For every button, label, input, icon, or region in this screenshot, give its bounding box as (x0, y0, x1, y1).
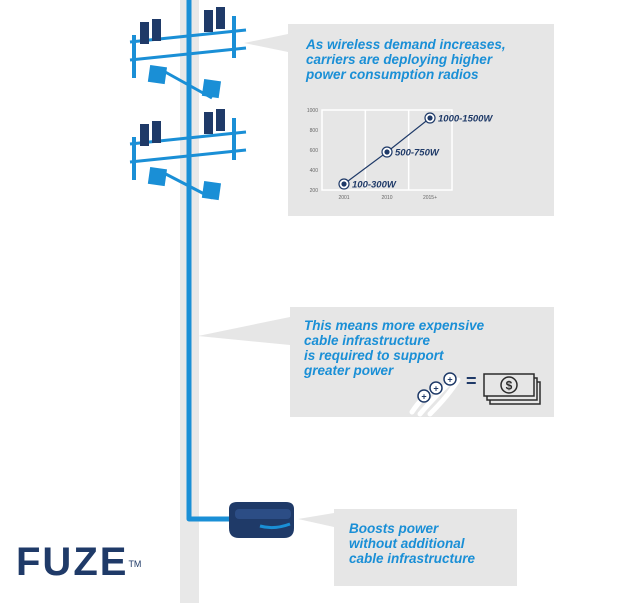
radio-unit-icon (201, 78, 222, 99)
fuze-logo: FUZETM (16, 542, 141, 582)
callout-line: power consumption radios (306, 67, 479, 82)
callout-bottom-text: Boosts power without additional cable in… (349, 521, 475, 566)
callout-panel-top (244, 24, 554, 216)
callout-line: greater power (304, 363, 394, 378)
data-point-core (384, 149, 390, 155)
dollar-sign: $ (506, 379, 513, 393)
plug-icon (443, 372, 457, 386)
antenna-panel-icon (152, 19, 161, 41)
callout-middle-text: This means more expensive cable infrastr… (304, 318, 484, 378)
antenna-panel-icon (204, 112, 213, 134)
hand-with-plugs-icon: + + + (409, 372, 461, 417)
plug-icon (429, 381, 443, 395)
callout-top-text: As wireless demand increases, carriers a… (306, 37, 506, 82)
callout-line: As wireless demand increases, (306, 37, 506, 52)
callout-line: cable infrastructure (304, 333, 431, 348)
antenna-array-upper (129, 16, 247, 100)
x-tick-label: 2010 (381, 195, 392, 201)
radio-unit-icon (147, 64, 168, 85)
plug-icon (417, 389, 431, 403)
y-tick-label: 200 (310, 188, 319, 194)
data-label: 1000-1500W (438, 114, 493, 125)
data-point-core (427, 115, 433, 121)
antenna-panel-icon (204, 10, 213, 32)
callout-line: carriers are deploying higher (306, 52, 493, 67)
data-label: 100-300W (352, 180, 397, 191)
plug-plus-symbol: + (447, 375, 452, 385)
callout-line: This means more expensive (304, 318, 485, 333)
data-label: 500-750W (395, 148, 440, 159)
money-stack-icon: $ (483, 373, 541, 405)
antenna-panel-icon (216, 109, 225, 131)
y-tick-label: 400 (310, 168, 319, 174)
x-tick-label: 2001 (338, 195, 349, 201)
logo-text: FUZE (16, 540, 129, 584)
chart-frame (321, 109, 453, 191)
y-tick-label: 600 (310, 148, 319, 154)
antenna-panel-icon (152, 121, 161, 143)
callout-line: cable infrastructure (349, 551, 476, 566)
callout-line: without additional (349, 536, 465, 551)
antenna-panel-icon (140, 22, 149, 44)
antenna-panel-icon (216, 7, 225, 29)
power-cable (186, 0, 231, 522)
plug-plus-symbol: + (421, 392, 426, 402)
callout-line: is required to support (304, 348, 444, 363)
y-tick-label: 800 (310, 128, 319, 134)
radio-unit-icon (201, 180, 222, 201)
power-chart: 1000 800 600 400 200 2001 2010 2015+ 100-300W 500… (307, 108, 494, 201)
callout-panel-bottom (298, 509, 517, 586)
callout-line: Boosts power (349, 521, 439, 536)
plug-plus-symbol: + (433, 384, 438, 394)
y-tick-label: 1000 (307, 108, 318, 114)
antenna-panel-icon (140, 124, 149, 146)
data-point-core (341, 181, 347, 187)
x-tick-label: 2015+ (423, 195, 437, 201)
equals-symbol: = (466, 371, 477, 391)
radio-unit-icon (147, 166, 168, 187)
trademark-mark: TM (128, 559, 142, 569)
power-booster-device-icon (229, 502, 294, 538)
